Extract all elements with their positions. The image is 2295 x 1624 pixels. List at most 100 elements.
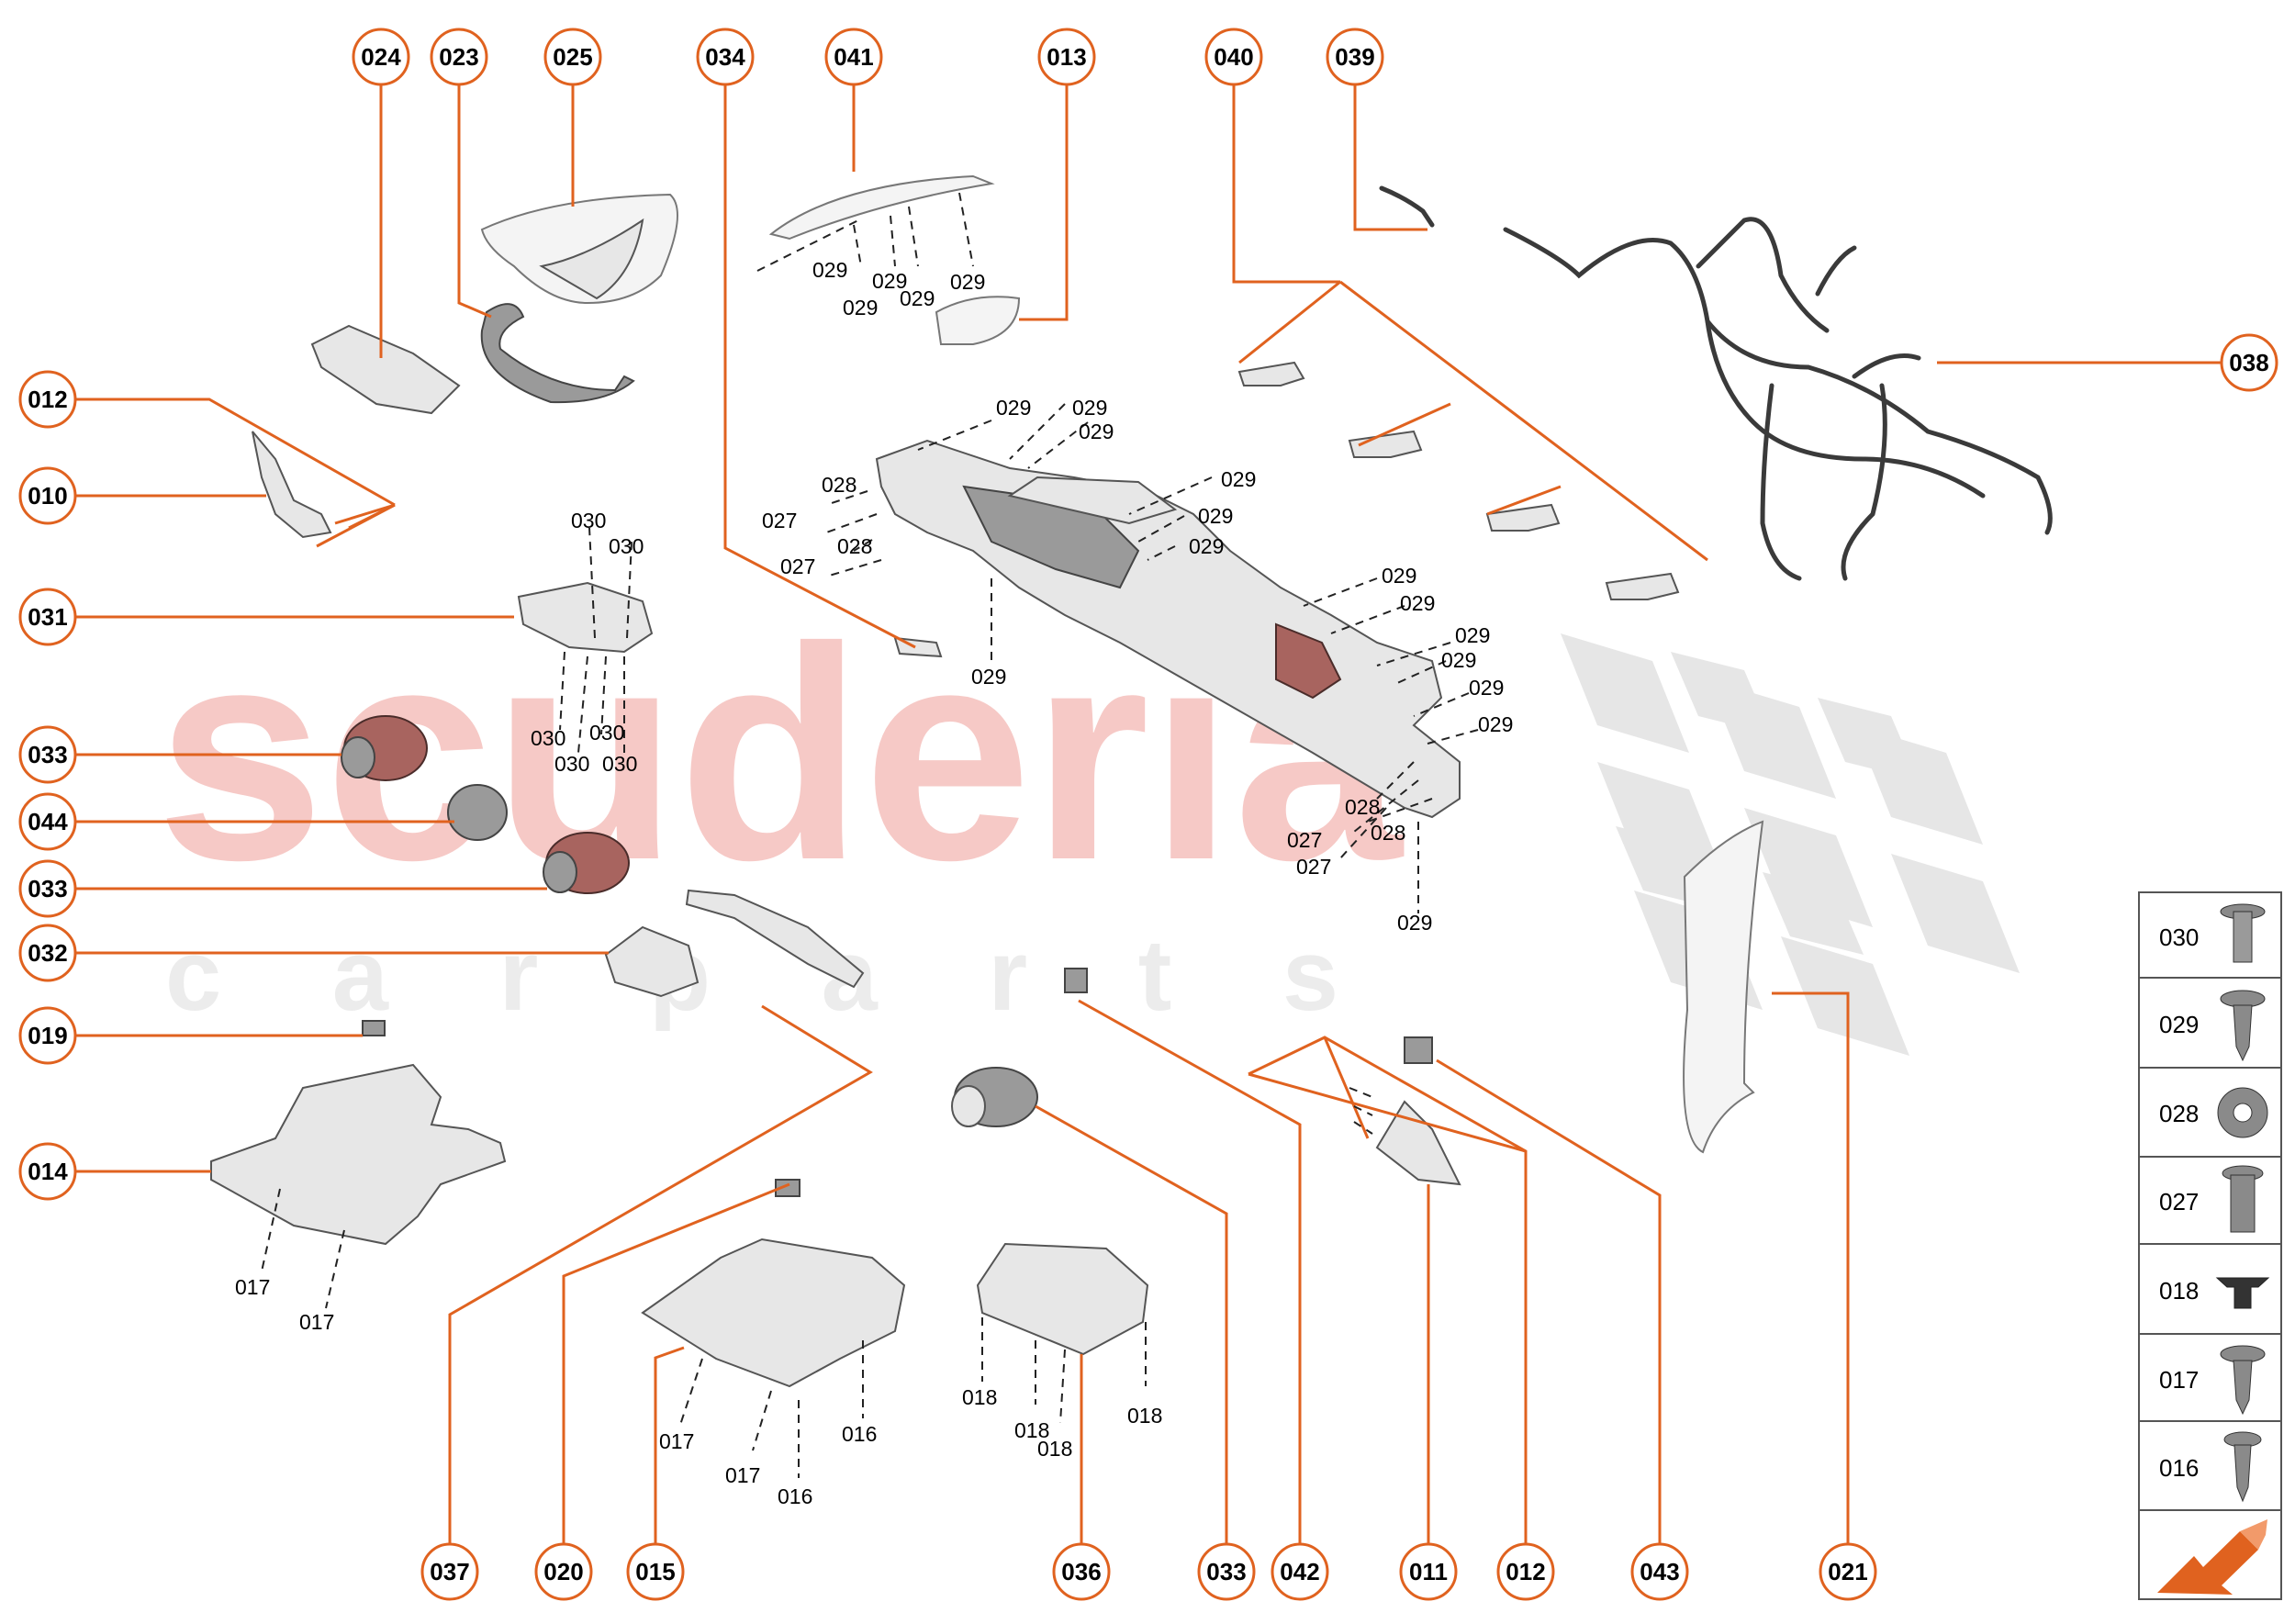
fastener-label: 029 <box>843 296 878 319</box>
callout-014[interactable]: 014 <box>18 1142 77 1201</box>
part-040-clip-3 <box>1485 503 1561 532</box>
part-033-blower-lower <box>543 832 630 894</box>
direction-arrow-icon <box>2157 1519 2267 1595</box>
fastener-label: 028 <box>837 534 872 558</box>
svg-text:031: 031 <box>28 603 67 631</box>
self-tapping-screw-icon <box>2220 990 2266 1062</box>
svg-text:032: 032 <box>28 939 67 967</box>
callout-039[interactable]: 039 <box>1326 28 1384 86</box>
svg-text:037: 037 <box>430 1558 469 1585</box>
svg-text:010: 010 <box>28 482 67 510</box>
fastener-label: 018 <box>1127 1404 1162 1428</box>
callout-041[interactable]: 041 <box>824 28 883 86</box>
callout-025[interactable]: 025 <box>543 28 602 86</box>
callout-033-lower[interactable]: 033 <box>18 859 77 918</box>
svg-text:024: 024 <box>361 43 401 71</box>
part-033-blower-center <box>951 1067 1038 1127</box>
svg-text:033: 033 <box>28 741 67 768</box>
fastener-label: 029 <box>1400 591 1435 615</box>
part-044-blower-small <box>447 784 508 841</box>
callout-011[interactable]: 011 <box>1399 1542 1458 1601</box>
svg-text:013: 013 <box>1047 43 1086 71</box>
part-040-clip-4 <box>1605 572 1680 600</box>
callout-033-center[interactable]: 033 <box>1197 1542 1256 1601</box>
callout-024[interactable]: 024 <box>352 28 410 86</box>
fastener-label: 017 <box>725 1463 760 1487</box>
callout-010[interactable]: 010 <box>18 466 77 525</box>
fastener-label: 029 <box>812 258 847 282</box>
callout-037[interactable]: 037 <box>420 1542 479 1601</box>
callout-034[interactable]: 034 <box>696 28 755 86</box>
legend-row-029: 029 <box>2159 990 2266 1062</box>
svg-text:040: 040 <box>1214 43 1253 71</box>
callout-042[interactable]: 042 <box>1271 1542 1329 1601</box>
fastener-label: 016 <box>842 1422 877 1446</box>
callout-036[interactable]: 036 <box>1052 1542 1111 1601</box>
fastener-label: 030 <box>571 509 606 532</box>
fastener-label: 017 <box>235 1275 270 1299</box>
legend-row-027: 027 <box>2159 1165 2264 1233</box>
fastener-label: 029 <box>1079 420 1114 443</box>
callout-040[interactable]: 040 <box>1204 28 1263 86</box>
callout-012-upper[interactable]: 012 <box>18 370 77 429</box>
fastener-label: 029 <box>872 269 907 293</box>
callout-020[interactable]: 020 <box>534 1542 593 1601</box>
callout-021[interactable]: 021 <box>1819 1542 1877 1601</box>
part-cross-car-beam <box>875 439 1461 819</box>
screw-icon <box>2220 1345 2266 1416</box>
parts-drawings <box>210 174 2053 1388</box>
fastener-label: 029 <box>1478 712 1513 736</box>
callout-043[interactable]: 043 <box>1630 1542 1689 1601</box>
bolt-icon <box>2222 1165 2264 1233</box>
svg-text:033: 033 <box>28 875 67 902</box>
fastener-label: 017 <box>299 1310 334 1334</box>
legend-row-030: 030 <box>2159 903 2266 963</box>
fastener-legend: 030 029 028 027 018 017 016 <box>2138 891 2282 1600</box>
part-020-clip <box>775 1179 800 1197</box>
svg-text:023: 023 <box>439 43 478 71</box>
svg-text:039: 039 <box>1335 43 1374 71</box>
fastener-label: 029 <box>1198 504 1233 528</box>
fastener-label: 018 <box>1037 1437 1072 1461</box>
callout-038[interactable]: 038 <box>2220 333 2278 392</box>
watermark-sub: c a r p a r t s <box>165 919 1380 1032</box>
svg-text:036: 036 <box>1061 1558 1101 1585</box>
svg-text:044: 044 <box>28 808 68 835</box>
svg-text:018: 018 <box>2159 1277 2199 1305</box>
part-036-control-unit <box>976 1242 1149 1356</box>
part-021-side-panel <box>1683 820 1764 1154</box>
callout-019[interactable]: 019 <box>18 1006 77 1065</box>
callout-031[interactable]: 031 <box>18 588 77 646</box>
fastener-label: 027 <box>762 509 797 532</box>
callout-044[interactable]: 044 <box>18 792 77 851</box>
part-033-blower-upper <box>341 715 428 781</box>
leader-lines <box>68 77 2228 1573</box>
fastener-label: 029 <box>1072 396 1107 420</box>
svg-text:020: 020 <box>543 1558 583 1585</box>
fastener-label: 029 <box>1469 676 1504 700</box>
fastener-label: 030 <box>589 721 624 745</box>
part-039-harness <box>1379 185 1435 228</box>
svg-text:012: 012 <box>28 386 67 413</box>
callout-015[interactable]: 015 <box>626 1542 685 1601</box>
part-015-glovebox <box>641 1238 906 1388</box>
callout-032[interactable]: 032 <box>18 924 77 982</box>
callout-013[interactable]: 013 <box>1037 28 1096 86</box>
part-041-top-pad <box>768 174 995 241</box>
callout-012-lower[interactable]: 012 <box>1496 1542 1555 1601</box>
screw-icon <box>2223 1431 2262 1503</box>
washer-icon <box>2217 1087 2268 1138</box>
svg-text:015: 015 <box>635 1558 675 1585</box>
svg-text:028: 028 <box>2159 1100 2199 1127</box>
callout-023[interactable]: 023 <box>430 28 488 86</box>
push-clip-icon <box>2215 1277 2270 1309</box>
fastener-labels: 029 029 029 029 029 029 029 029 028 027 … <box>235 258 1513 1508</box>
fastener-label: 027 <box>780 554 815 578</box>
part-024-trim <box>310 324 461 415</box>
callout-033-upper[interactable]: 033 <box>18 725 77 784</box>
svg-text:029: 029 <box>2159 1011 2199 1038</box>
svg-text:038: 038 <box>2229 349 2268 376</box>
part-040-clip-2 <box>1348 430 1423 458</box>
fastener-label: 029 <box>1189 534 1224 558</box>
part-038-wiring-harness <box>1503 217 2053 581</box>
